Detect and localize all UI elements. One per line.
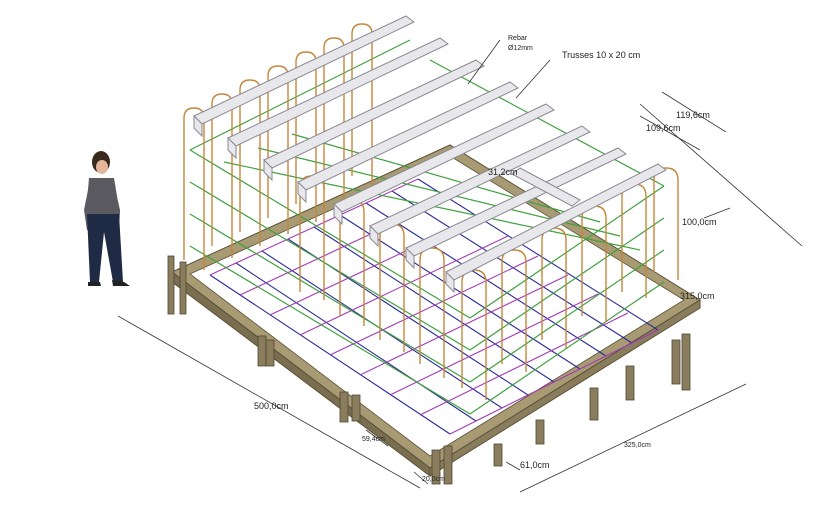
dim-325-0: 325,0cm [624,442,651,449]
trusses-label: Trusses 10 x 20 cm [562,50,640,60]
timber-stakes [167,255,691,485]
dim-61-0: 61,0cm [520,460,550,470]
dimension-lines [117,39,803,493]
dim-109-6: 109,6cm [646,123,681,133]
person-figure [84,151,130,286]
rebar-label: Rebar [508,35,528,42]
dim-31-2: 31,2cm [488,167,518,177]
rebar-diameter-label: Ø12mm [508,45,533,52]
dim-315-0: 315,0cm [680,291,715,301]
trusses [193,15,667,294]
dim-100-0: 100,0cm [682,217,717,227]
rebar-stirrups [183,23,679,400]
dim-20-0: 20,0cm [422,476,445,483]
dim-119-6: 119,6cm [676,110,710,120]
dim-500-0: 500,0cm [254,401,289,411]
dim-59-4: 59,4cm [362,436,385,443]
